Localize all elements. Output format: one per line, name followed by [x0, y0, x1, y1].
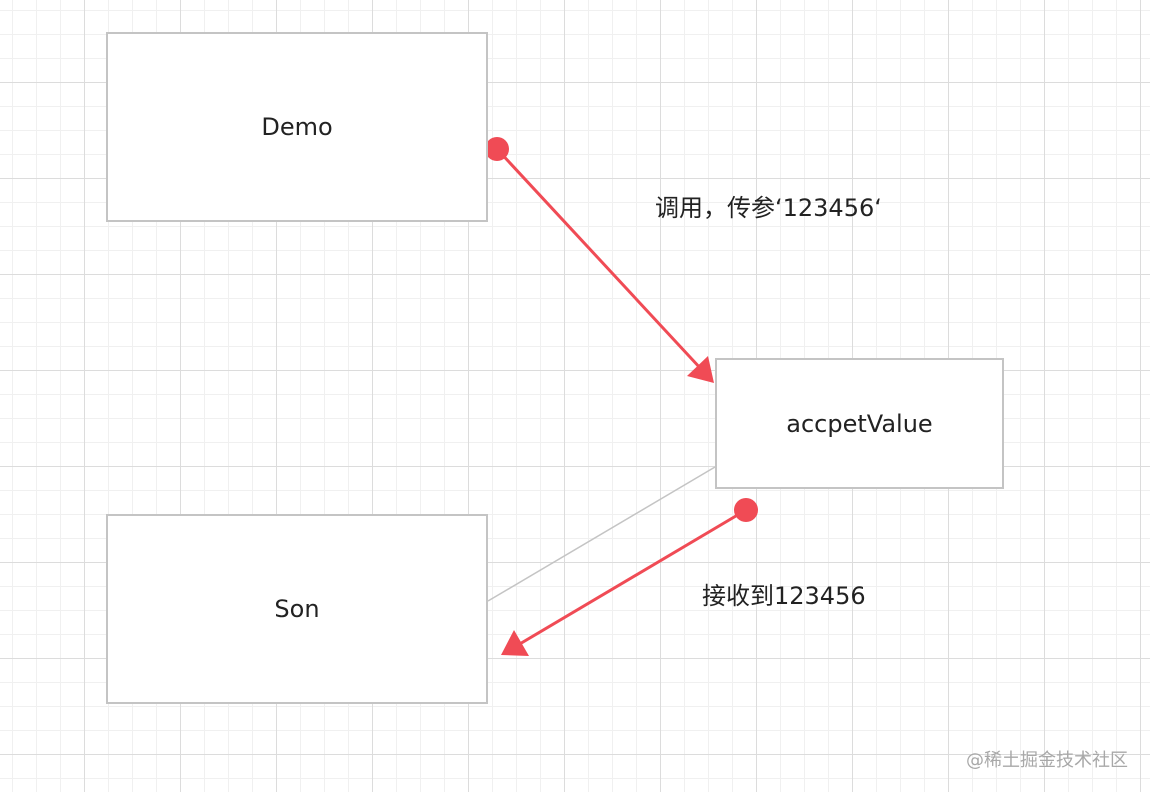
- receive-arrowhead: [501, 630, 529, 656]
- node-son[interactable]: Son: [106, 514, 488, 704]
- call-arrowhead: [687, 356, 714, 383]
- plain-connector-line[interactable]: [487, 466, 716, 602]
- node-accept-value[interactable]: accpetValue: [715, 358, 1004, 489]
- node-demo-label: Demo: [261, 113, 333, 141]
- node-demo[interactable]: Demo: [106, 32, 488, 222]
- watermark: @稀土掘金技术社区: [966, 750, 1128, 771]
- receive-arrow-line[interactable]: [517, 508, 747, 647]
- call-arrow-start-dot[interactable]: [485, 137, 509, 161]
- node-accept-value-label: accpetValue: [786, 409, 933, 438]
- call-arrow-line[interactable]: [495, 147, 704, 372]
- node-son-label: Son: [274, 595, 320, 623]
- call-edge-label[interactable]: 调用，传参‘123456‘: [655, 194, 882, 222]
- receive-edge-label[interactable]: 接收到123456: [702, 582, 866, 610]
- receive-arrow-start-dot[interactable]: [734, 498, 758, 522]
